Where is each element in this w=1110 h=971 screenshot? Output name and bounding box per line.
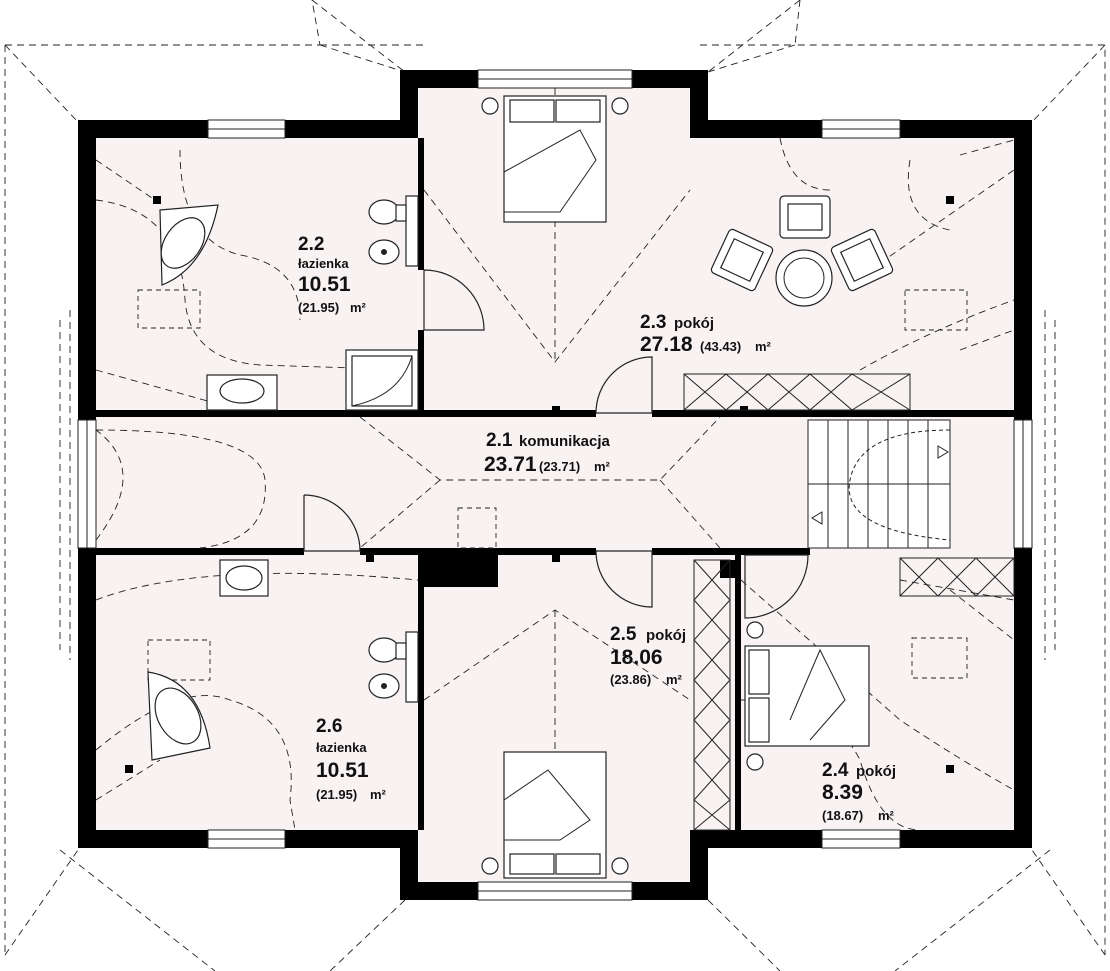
room-area: 27.18 [640,333,693,356]
bed-2-5 [481,751,629,879]
room-area-total: (23.86) [610,672,651,687]
area-unit: m² [594,459,611,474]
bed-2-3 [481,95,629,223]
area-unit: m² [878,808,895,823]
room-area-total: (23.71) [539,459,580,474]
room-name: łazienka [298,256,349,271]
room-area: 18.06 [610,646,663,669]
room-area: 10.51 [298,273,351,296]
room-number: 2.3 [640,312,666,333]
room-label-2-6: 2.6 łazienka 10.51 (21.95) m² [316,716,387,802]
room-area-total: (21.95) [298,300,339,315]
room-area: 8.39 [822,781,863,804]
room-name: komunikacja [519,433,611,450]
room-number: 2.4 [822,760,849,781]
staircase [807,419,951,549]
outer-walls [78,70,1032,900]
room-area-total: (21.95) [316,787,357,802]
room-label-2-1: 2.1 komunikacja 23.71 (23.71) m² [484,430,611,476]
room-area: 23.71 [484,453,537,476]
area-unit: m² [350,300,367,315]
bathroom-fixtures-lower [147,559,419,761]
bathroom-fixtures-upper [159,195,419,411]
room-number: 2.2 [298,234,324,255]
room-label-2-2: 2.2 łazienka 10.51 (21.95) m² [298,234,367,315]
room-name: pokój [674,315,714,332]
interior-walls [96,138,1014,830]
room-area: 10.51 [316,759,369,782]
lounge-furniture [710,195,894,307]
room-label-2-5: 2.5 pokój 18.06 (23.86) m² [610,624,686,687]
bed-2-4 [744,621,870,771]
room-number: 2.6 [316,716,342,737]
room-number: 2.5 [610,624,637,645]
area-unit: m² [666,672,683,687]
area-unit: m² [755,339,772,354]
roof-outline [4,0,1106,971]
skylights [137,289,968,681]
wardrobes [683,373,1015,831]
room-number: 2.1 [486,430,513,451]
room-name: pokój [646,627,686,644]
room-label-2-4: 2.4 pokój 8.39 (18.67) m² [822,760,896,823]
room-label-2-3: 2.3 pokój 27.18 (43.43) m² [640,312,772,356]
area-unit: m² [370,787,387,802]
room-name: pokój [856,763,896,780]
room-area-total: (18.67) [822,808,863,823]
room-name: łazienka [316,740,367,755]
windows [77,69,1033,901]
doors [303,269,809,619]
room-area-total: (43.43) [700,339,741,354]
